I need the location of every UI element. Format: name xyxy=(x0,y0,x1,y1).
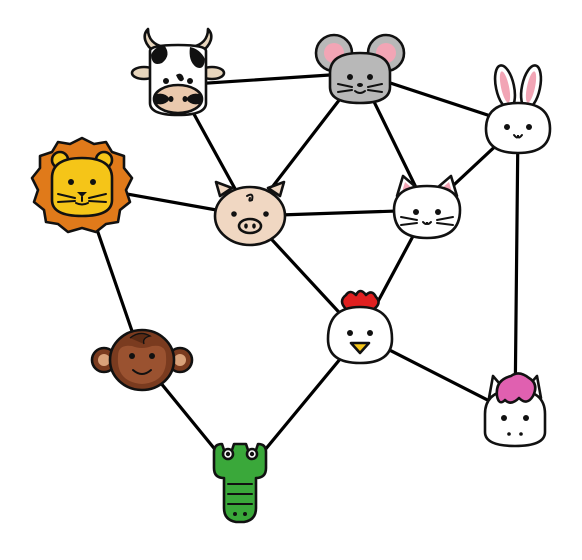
cow-face-icon xyxy=(130,27,226,117)
chicken-face-icon xyxy=(326,289,394,365)
edge-layer xyxy=(80,71,520,482)
edge-rabbit-unicorn xyxy=(513,123,520,416)
crocodile-icon xyxy=(212,442,268,524)
lion-face-icon xyxy=(30,136,134,234)
pig-face-icon xyxy=(213,180,287,247)
cat-face-icon xyxy=(392,174,462,240)
monkey-face-icon xyxy=(90,328,194,392)
unicorn-face-icon xyxy=(483,372,547,448)
mouse-face-icon xyxy=(314,33,406,105)
rabbit-face-icon xyxy=(484,64,552,155)
